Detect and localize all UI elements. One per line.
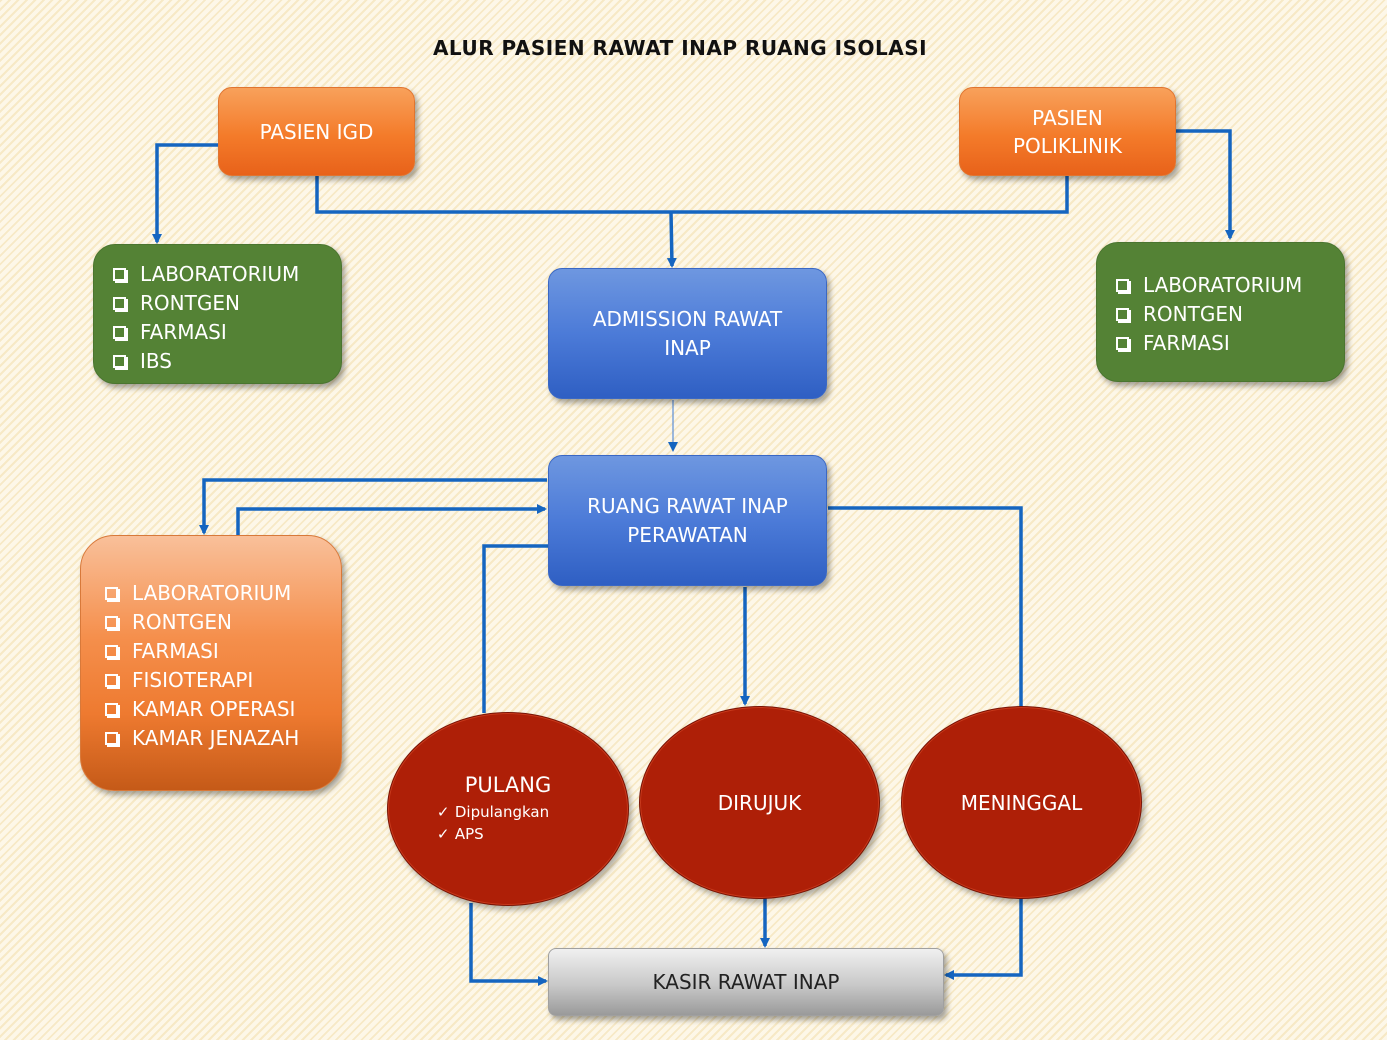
list-item: LABORATORIUM	[1116, 271, 1302, 300]
list-item-label: LABORATORIUM	[1143, 273, 1303, 297]
list-item-label: RONTGEN	[1143, 302, 1243, 326]
checkbox-bullet-icon	[105, 645, 118, 658]
pasien-poliklinik-node: PASIEN POLIKLINIK	[959, 87, 1176, 176]
list-item: FISIOTERAPI	[105, 666, 299, 695]
checkmark-icon: ✓	[436, 803, 450, 821]
list-item: RONTGEN	[1116, 300, 1302, 329]
connector-igd-to-lab	[152, 143, 218, 244]
checkbox-bullet-icon	[1116, 337, 1129, 350]
pulang-node: PULANG ✓Dipulangkan✓APS	[387, 712, 629, 906]
kasir-label: KASIR RAWAT INAP	[652, 970, 840, 994]
pasien-poliklinik-label: PASIEN POLIKLINIK	[1013, 105, 1122, 158]
connector-meninggal-to-kasir	[944, 898, 1023, 980]
connector-igd-merge	[315, 174, 1069, 214]
list-item: FARMASI	[105, 637, 299, 666]
connector-merge-to-admission	[666, 211, 677, 268]
connector-pulang-to-kasir	[469, 903, 548, 986]
list-item-label: IBS	[140, 349, 172, 373]
poli-services-box: LABORATORIUM RONTGEN FARMASI	[1096, 242, 1345, 382]
list-item: RONTGEN	[105, 608, 299, 637]
checkbox-bullet-icon	[105, 732, 118, 745]
list-item-label: LABORATORIUM	[132, 581, 292, 605]
pasien-igd-node: PASIEN IGD	[218, 87, 415, 176]
checkbox-bullet-icon	[113, 268, 126, 281]
list-item-label: KAMAR JENAZAH	[132, 726, 300, 750]
list-item: KAMAR OPERASI	[105, 695, 299, 724]
pulang-option-label: Dipulangkan	[454, 803, 550, 821]
poli-services-list: LABORATORIUM RONTGEN FARMASI	[1116, 271, 1302, 358]
list-item-label: FISIOTERAPI	[132, 668, 254, 692]
igd-services-box: LABORATORIUM RONTGEN FARMASI IBS	[93, 244, 342, 384]
ward-services-box: LABORATORIUM RONTGEN FARMASI FISIOTERAPI KAM…	[80, 535, 342, 791]
ruang-rawat-label: RUANG RAWAT INAP PERAWATAN	[587, 493, 788, 547]
checkbox-bullet-icon	[105, 674, 118, 687]
checkbox-bullet-icon	[105, 703, 118, 716]
connector-services-to-ward	[236, 504, 547, 540]
checkbox-bullet-icon	[105, 587, 118, 600]
list-item: FARMASI	[1116, 329, 1302, 358]
list-item: LABORATORIUM	[105, 579, 299, 608]
list-item: LABORATORIUM	[113, 260, 299, 289]
list-item-label: KAMAR OPERASI	[132, 697, 296, 721]
pulang-option-item: ✓Dipulangkan	[437, 801, 549, 823]
pasien-igd-label: PASIEN IGD	[259, 119, 374, 144]
connector-ward-to-services	[199, 478, 547, 535]
list-item-label: FARMASI	[1143, 331, 1230, 355]
connector-meninggal-to-ward	[828, 506, 1023, 707]
meninggal-node: MENINGGAL	[901, 706, 1142, 899]
checkbox-bullet-icon	[113, 355, 126, 368]
admission-label: ADMISSION RAWAT INAP	[592, 306, 783, 360]
pulang-label: PULANG	[464, 773, 552, 797]
list-item-label: RONTGEN	[132, 610, 232, 634]
kasir-node: KASIR RAWAT INAP	[548, 948, 944, 1016]
pulang-option-item: ✓APS	[437, 823, 549, 845]
pulang-options: ✓Dipulangkan✓APS	[437, 801, 549, 845]
list-item-label: RONTGEN	[140, 291, 240, 315]
list-item-label: FARMASI	[140, 320, 227, 344]
connector-poli-to-lab	[1176, 129, 1235, 240]
meninggal-label: MENINGGAL	[960, 790, 1083, 815]
ruang-rawat-node: RUANG RAWAT INAP PERAWATAN	[548, 455, 827, 586]
dirujuk-node: DIRUJUK	[639, 706, 880, 899]
checkbox-bullet-icon	[1116, 279, 1129, 292]
list-item: KAMAR JENAZAH	[105, 724, 299, 753]
pulang-option-label: APS	[454, 825, 484, 843]
list-item: FARMASI	[113, 318, 299, 347]
checkbox-bullet-icon	[1116, 308, 1129, 321]
admission-node: ADMISSION RAWAT INAP	[548, 268, 827, 399]
ward-services-list: LABORATORIUM RONTGEN FARMASI FISIOTERAPI KAM…	[105, 579, 299, 753]
checkmark-icon: ✓	[436, 825, 450, 843]
checkbox-bullet-icon	[113, 326, 126, 339]
dirujuk-label: DIRUJUK	[717, 790, 802, 815]
igd-services-list: LABORATORIUM RONTGEN FARMASI IBS	[113, 260, 299, 376]
diagram-title: ALUR PASIEN RAWAT INAP RUANG ISOLASI	[432, 36, 928, 60]
list-item-label: LABORATORIUM	[140, 262, 300, 286]
list-item: IBS	[113, 347, 299, 376]
connector-pulang-to-ward	[482, 544, 548, 713]
checkbox-bullet-icon	[105, 616, 118, 629]
checkbox-bullet-icon	[113, 297, 126, 310]
list-item-label: FARMASI	[132, 639, 219, 663]
list-item: RONTGEN	[113, 289, 299, 318]
